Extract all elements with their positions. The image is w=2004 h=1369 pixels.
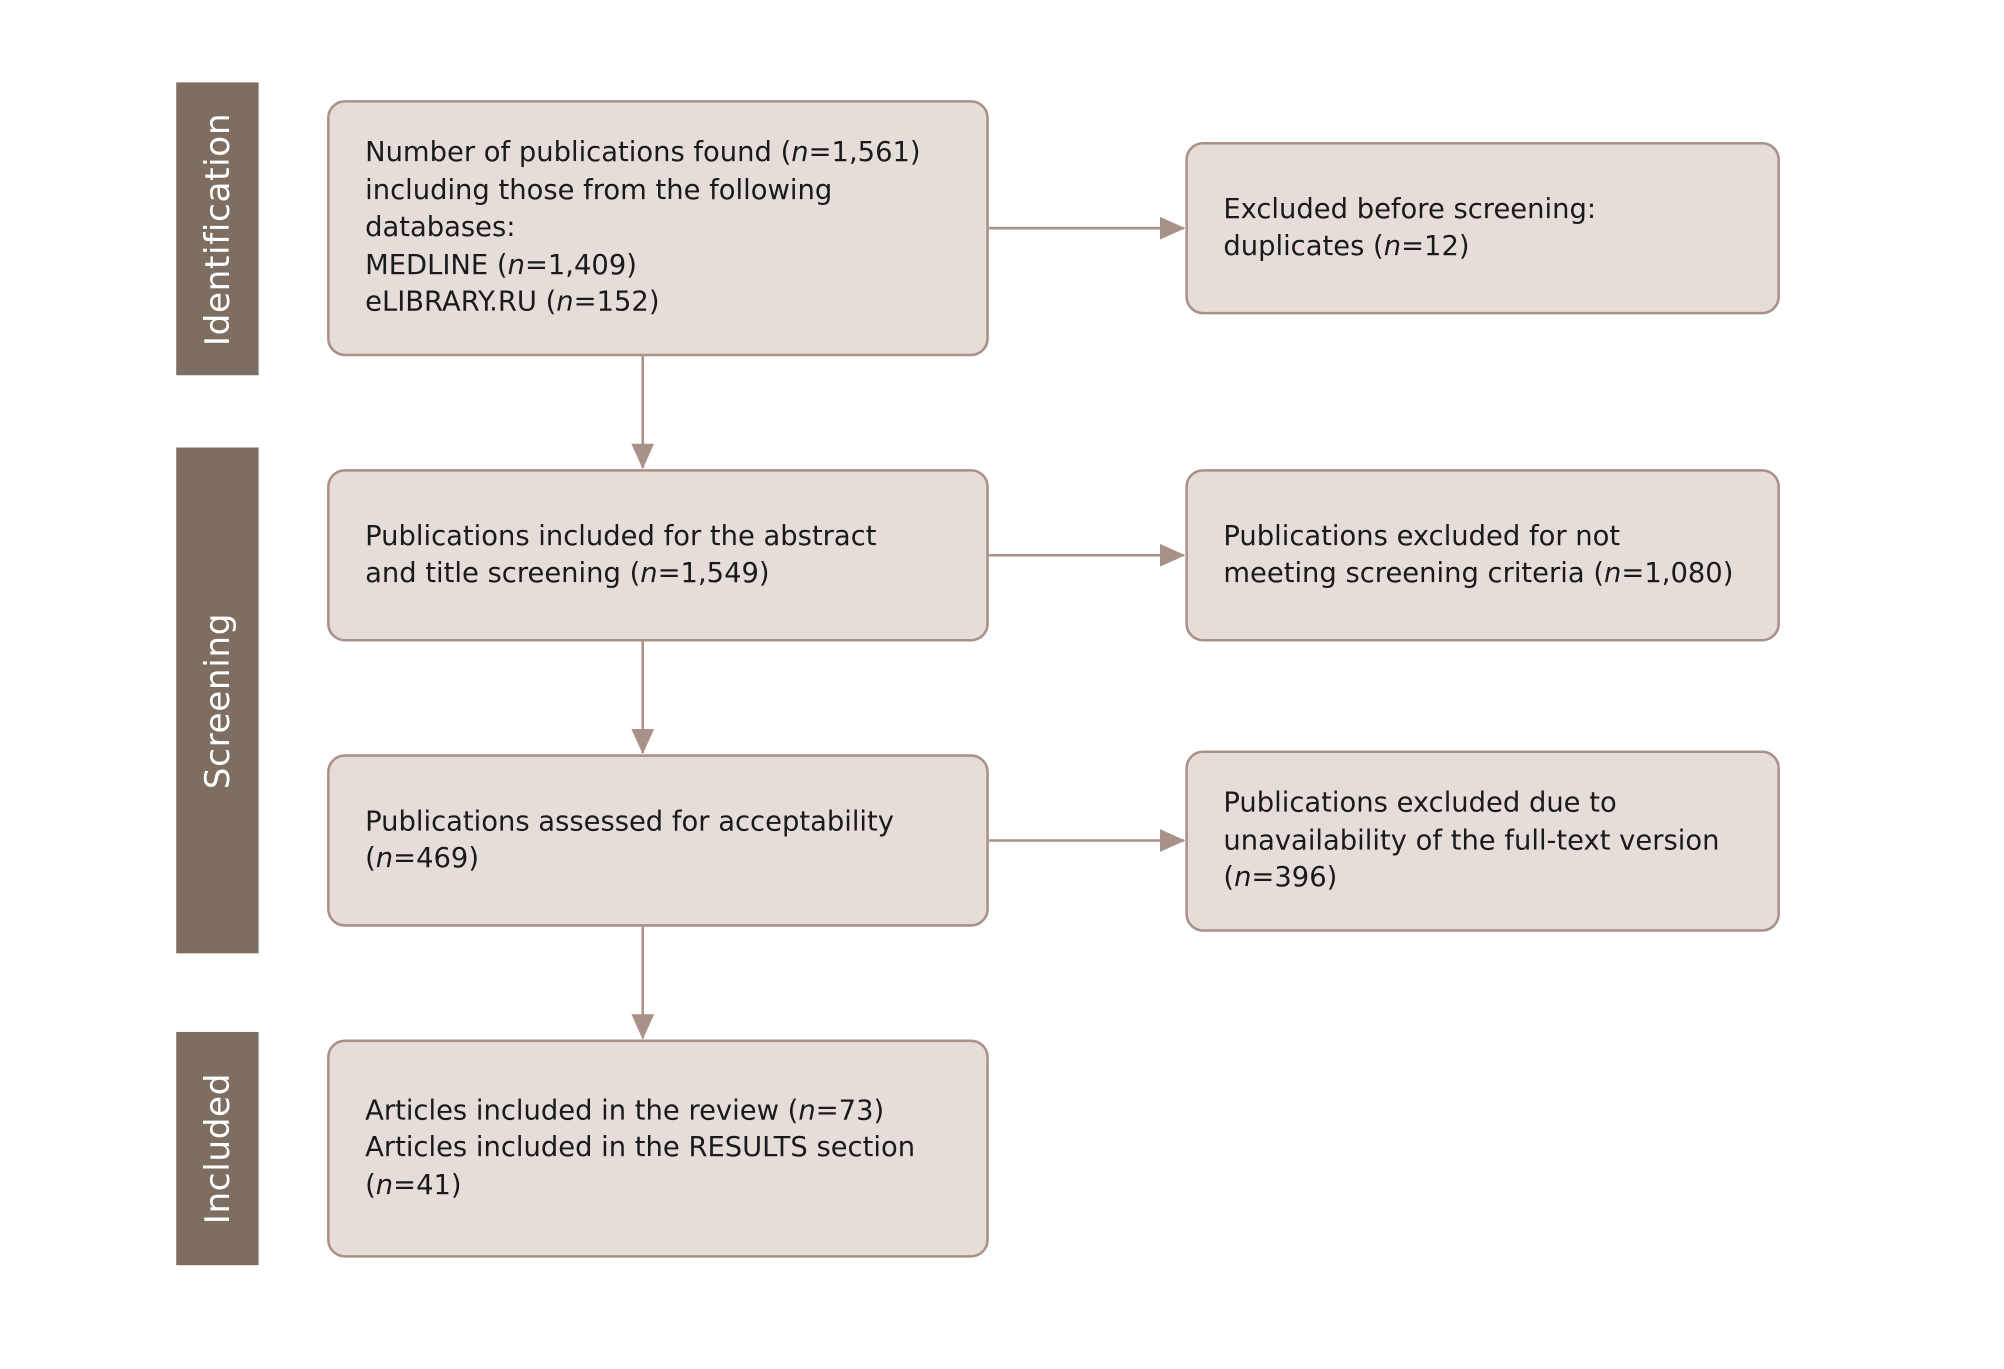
text-segment: =469) [393,843,480,875]
n-symbol: n [1234,862,1252,895]
box-text-line: (n=396) [1223,860,1719,897]
box-text: Publications excluded due to unavailabili… [1223,785,1719,897]
phase-screening: Screening [176,447,259,954]
box-text-line: Articles included in the review (n=73) [365,1092,915,1129]
text-segment: =1,409) [524,249,637,282]
n-symbol: n [791,137,809,169]
box-text-line: MEDLINE (n=1,409) [365,247,921,284]
text-segment: Publications excluded for not [1223,520,1621,553]
box-text-line: Publications assessed for acceptability [365,803,894,840]
n-symbol: n [640,557,658,590]
text-segment: eLIBRARY.RU ( [365,286,557,319]
box-text-line: (n=469) [365,841,894,878]
text-segment: Articles included in the review ( [365,1095,799,1127]
box-text-line: Excluded before screening: [1223,191,1596,228]
box-text-line: eLIBRARY.RU (n=152) [365,284,921,321]
text-segment: =73) [815,1095,885,1127]
box-text: Excluded before screening:duplicates (n=… [1223,191,1596,266]
text-segment: ( [1223,862,1235,895]
text-segment: Excluded before screening: [1223,193,1597,226]
text-segment: MEDLINE ( [365,249,508,282]
box-text-line: unavailability of the full-text version [1223,822,1719,859]
box-text-line: Publications included for the abstract [365,518,876,555]
n-symbol: n [375,843,394,875]
text-segment: ( [365,1169,376,1202]
box-text-line: Articles included in the RESULTS section [365,1130,915,1167]
text-segment: including those from the following [365,174,833,207]
text-segment: Articles included in the RESULTS section [365,1132,916,1165]
box-text-line: meeting screening criteria (n=1,080) [1223,555,1733,592]
text-segment: databases: [365,212,516,244]
box-text-line: (n=41) [365,1167,915,1204]
phase-included: Included [176,1031,259,1266]
text-segment: =396) [1251,862,1338,895]
box-text: Articles included in the review (n=73)Ar… [365,1092,915,1204]
text-segment: meeting screening criteria ( [1223,557,1605,590]
text-segment: Publications included for the abstract [365,520,877,553]
text-segment: and title screening ( [365,557,641,590]
box-text-line: Number of publications found (n=1,561) [365,135,921,172]
n-symbol: n [507,249,525,282]
n-symbol: n [1383,230,1402,263]
box-excluded-fulltext: Publications excluded due to unavailabili… [1185,750,1780,932]
text-segment: =152) [573,286,660,319]
text-segment: ( [365,843,376,875]
n-symbol: n [556,286,574,319]
text-segment: Publications excluded due to [1223,787,1617,820]
box-excluded-duplicates: Excluded before screening:duplicates (n=… [1185,141,1780,315]
text-segment: Number of publications found ( [365,137,792,169]
text-segment: =12) [1401,230,1470,263]
phase-identification: Identification [176,82,259,376]
text-segment: duplicates ( [1223,230,1384,263]
box-text-line: including those from the following [365,172,921,209]
n-symbol: n [375,1169,394,1202]
text-segment: =1,080) [1621,557,1734,590]
box-publications-found: Number of publications found (n=1,561)in… [327,100,989,357]
box-text-line: duplicates (n=12) [1223,228,1596,265]
box-text-line: Publications excluded for not [1223,518,1733,555]
box-included-review: Articles included in the review (n=73)Ar… [327,1039,989,1258]
box-assessed-acceptability: Publications assessed for acceptability(… [327,754,989,927]
box-text-line: Publications excluded due to [1223,785,1719,822]
n-symbol: n [798,1095,816,1127]
text-segment: =1,549) [657,557,770,590]
text-segment: Publications assessed for acceptability [365,805,894,838]
n-symbol: n [1604,557,1622,590]
text-segment: =41) [393,1169,462,1202]
box-text-line: and title screening (n=1,549) [365,555,876,592]
text-segment: =1,561) [808,137,921,169]
text-segment: unavailability of the full-text version [1223,824,1720,857]
box-text: Number of publications found (n=1,561)in… [365,135,921,322]
box-text: Publications assessed for acceptability(… [365,803,894,878]
box-text-line: databases: [365,209,921,246]
